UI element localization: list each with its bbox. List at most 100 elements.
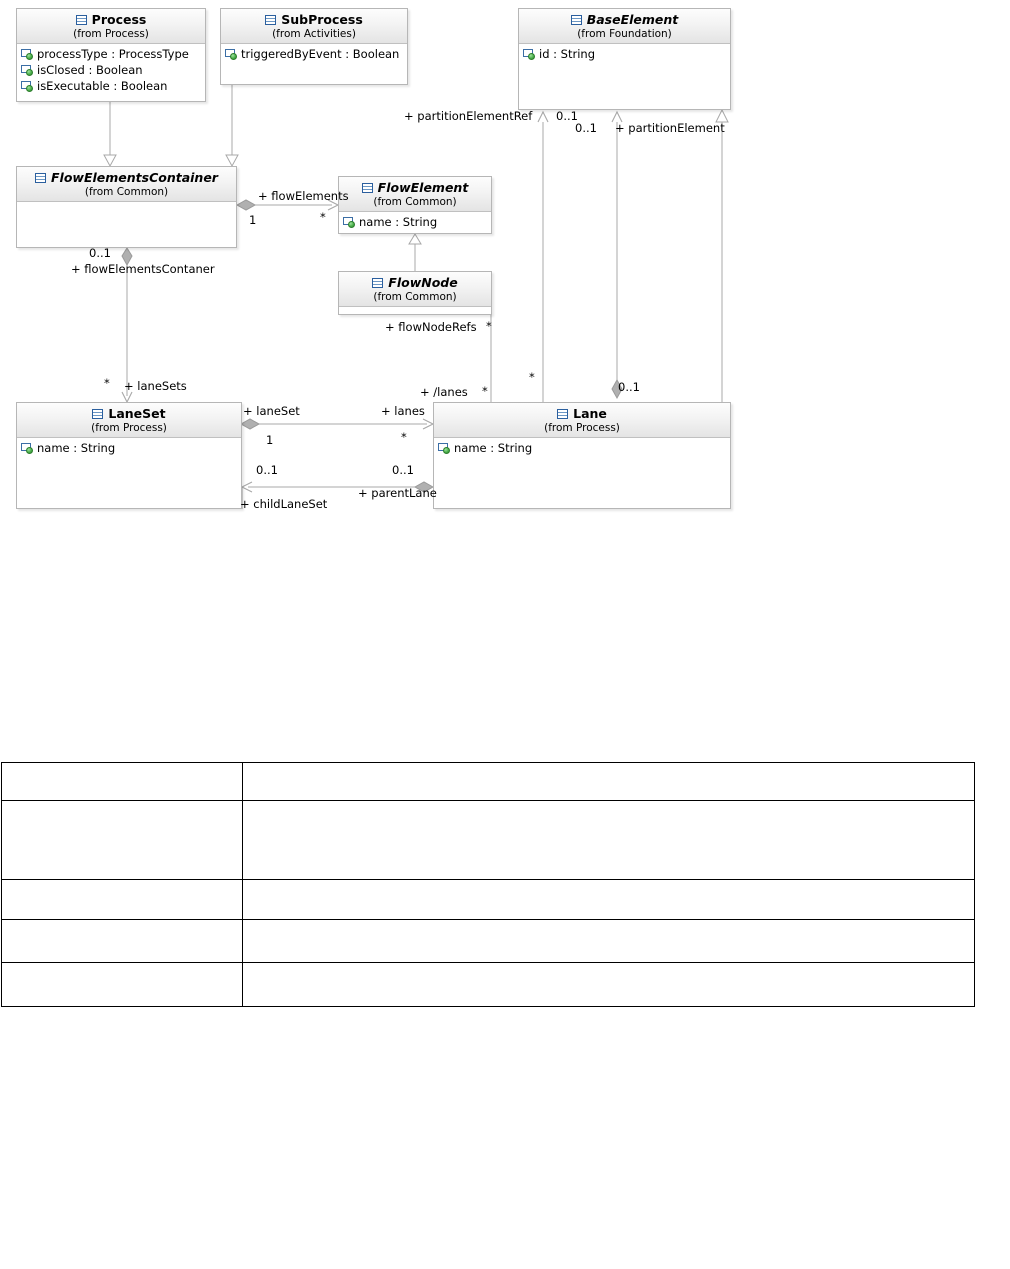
- class-package: (from Activities): [272, 28, 356, 41]
- composition-lanes: [239, 418, 435, 430]
- class-attributes-process: processType : ProcessType isClosed : Boo…: [17, 44, 205, 97]
- label-slash-lanes-role: + /lanes: [420, 385, 468, 399]
- table-cell: [1, 762, 243, 801]
- label-partition-element-ref-lane-multiplicity: *: [529, 370, 535, 384]
- class-header-flowelementscontainer: FlowElementsContainer (from Common): [17, 167, 236, 203]
- attribute-icon: [21, 48, 34, 61]
- class-box-flownode[interactable]: FlowNode (from Common): [338, 271, 492, 315]
- class-name: BaseElement: [586, 12, 679, 27]
- class-package: (from Process): [91, 422, 167, 435]
- class-package: (from Foundation): [577, 28, 672, 41]
- label-partition-element-ref-role: + partitionElementRef: [404, 109, 533, 123]
- attribute-icon: [343, 216, 356, 229]
- class-package: (from Common): [373, 196, 457, 209]
- label-lane-sets-multiplicity: *: [104, 376, 110, 390]
- class-package: (from Process): [73, 28, 149, 41]
- table-cell: [242, 879, 975, 920]
- label-flow-elements-container-role: + flowElementsContaner: [71, 262, 215, 276]
- table-body: [1, 762, 975, 1007]
- class-icon: [361, 182, 374, 194]
- label-child-lane-set-multiplicity: 0..1: [256, 463, 278, 477]
- class-box-lane[interactable]: Lane (from Process) name : String: [433, 402, 731, 509]
- class-package: (from Process): [544, 422, 620, 435]
- class-package: (from Common): [84, 186, 169, 199]
- class-name: FlowElementsContainer: [51, 170, 218, 185]
- generalization-flownode-to-flowelement: [408, 233, 422, 271]
- label-flow-elements-container-multiplicity: 0..1: [89, 246, 111, 260]
- table-row: [1, 879, 975, 920]
- attribute-row: name : String: [21, 440, 239, 456]
- label-partition-element-lane-multiplicity: 0..1: [618, 380, 640, 394]
- table-row: [1, 962, 975, 1007]
- attribute-label: name : String: [359, 215, 438, 230]
- class-name: FlowElement: [377, 180, 469, 195]
- attribute-icon: [21, 80, 34, 93]
- attribute-label: triggeredByEvent : Boolean: [241, 47, 400, 62]
- table-cell: [242, 962, 975, 1007]
- label-flow-elements-source-multiplicity: 1: [249, 213, 257, 227]
- label-flow-node-refs-role: + flowNodeRefs: [385, 320, 477, 334]
- class-attributes-flowelementscontainer: [17, 202, 236, 241]
- label-lanes-role: + lanes: [381, 404, 425, 418]
- class-icon: [35, 172, 47, 184]
- class-attributes-lane: name : String: [434, 438, 730, 459]
- label-partition-element-ref-multiplicity: 0..1: [556, 109, 578, 123]
- attribute-label: id : String: [539, 47, 596, 62]
- attribute-label: name : String: [454, 441, 533, 456]
- class-attributes-flownode: [339, 307, 491, 314]
- attribute-label: processType : ProcessType: [37, 47, 189, 62]
- attribute-row: isClosed : Boolean: [21, 62, 203, 78]
- class-attributes-subprocess: triggeredByEvent : Boolean: [221, 44, 407, 65]
- table-cell: [242, 762, 975, 801]
- class-icon: [557, 408, 569, 420]
- uml-diagram-canvas: Process (from Process) processType : Pro…: [16, 8, 731, 511]
- table-cell: [1, 879, 243, 920]
- class-box-process[interactable]: Process (from Process) processType : Pro…: [16, 8, 206, 102]
- class-icon: [92, 408, 104, 420]
- class-icon: [265, 14, 277, 26]
- attribute-description-table: [1, 762, 975, 1007]
- class-icon: [570, 14, 583, 26]
- class-box-flowelementscontainer[interactable]: FlowElementsContainer (from Common): [16, 166, 237, 248]
- table-cell: [242, 919, 975, 963]
- label-flow-node-refs-multiplicity: *: [486, 319, 492, 333]
- class-name: Process: [91, 12, 147, 27]
- attribute-row: name : String: [438, 440, 728, 456]
- class-header-flowelement: FlowElement (from Common): [339, 177, 491, 213]
- class-header-subprocess: SubProcess (from Activities): [221, 9, 407, 45]
- class-box-subprocess[interactable]: SubProcess (from Activities) triggeredBy…: [220, 8, 408, 85]
- class-header-lane: Lane (from Process): [434, 403, 730, 439]
- class-name: FlowNode: [388, 275, 458, 290]
- table-row: [1, 800, 975, 880]
- attribute-row: id : String: [523, 46, 728, 62]
- composition-childlaneset-parentlane: [240, 481, 435, 509]
- label-lane-set-role: + laneSet: [243, 404, 300, 418]
- label-flow-elements-target-multiplicity: *: [320, 210, 326, 224]
- table-row: [1, 919, 975, 963]
- table-cell: [1, 962, 243, 1007]
- class-header-flownode: FlowNode (from Common): [339, 272, 491, 308]
- attribute-icon: [21, 442, 34, 455]
- generalization-subprocess-to-flowelementscontainer: [225, 85, 239, 168]
- label-slash-lanes-multiplicity: *: [482, 384, 488, 398]
- attribute-icon: [523, 48, 536, 61]
- composition-partitionelement: [611, 110, 623, 400]
- class-attributes-laneset: name : String: [17, 438, 241, 459]
- class-attributes-flowelement: name : String: [339, 212, 491, 233]
- attribute-row: name : String: [343, 214, 489, 230]
- table-cell: [1, 800, 243, 880]
- attribute-icon: [225, 48, 238, 61]
- label-flow-elements-role: + flowElements: [258, 189, 349, 203]
- attribute-row: triggeredByEvent : Boolean: [225, 46, 405, 62]
- class-header-process: Process (from Process): [17, 9, 205, 45]
- label-parent-lane-role: + parentLane: [358, 486, 437, 500]
- class-attributes-baseelement: id : String: [519, 44, 730, 65]
- label-parent-lane-multiplicity: 0..1: [392, 463, 414, 477]
- attribute-icon: [21, 64, 34, 77]
- class-box-baseelement[interactable]: BaseElement (from Foundation) id : Strin…: [518, 8, 731, 110]
- class-box-flowelement[interactable]: FlowElement (from Common) name : String: [338, 176, 492, 234]
- label-lane-set-multiplicity: 1: [266, 433, 274, 447]
- table-row: [1, 762, 975, 801]
- class-box-laneset[interactable]: LaneSet (from Process) name : String: [16, 402, 242, 509]
- class-name: Lane: [573, 406, 607, 421]
